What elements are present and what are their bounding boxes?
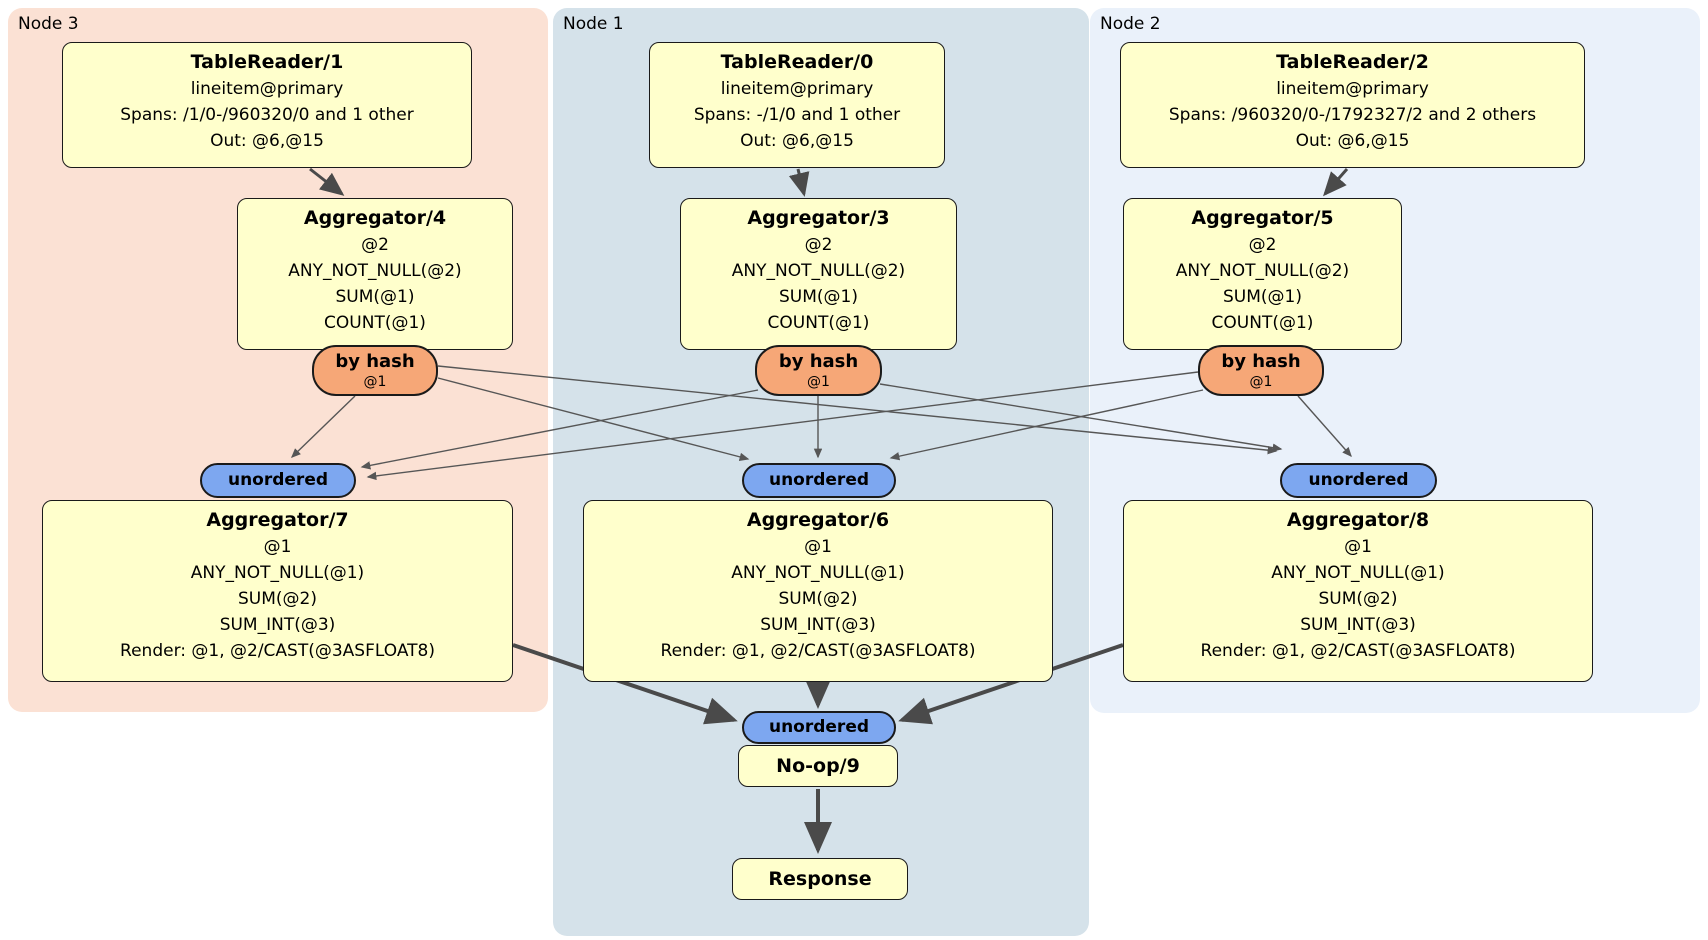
edge-bh3-uoL <box>360 389 759 470</box>
stream-label: unordered <box>1308 470 1409 490</box>
aggregator-7-box: Aggregator/7 @1 ANY_NOT_NULL(@1) SUM(@2)… <box>42 500 513 682</box>
stream-label: unordered <box>227 470 329 490</box>
edge-tr1-agg4 <box>309 167 345 196</box>
by-hash-router-3: by hash @1 <box>755 345 882 396</box>
stream-label: unordered <box>768 717 870 737</box>
processor-title: Response <box>768 868 872 890</box>
edge-tr2-agg5 <box>1323 168 1349 197</box>
processor-detail: @1 <box>1344 537 1372 557</box>
processor-detail: SUM(@1) <box>779 287 858 307</box>
processor-detail: @2 <box>1248 235 1277 255</box>
processor-title: TableReader/1 <box>190 51 344 73</box>
processor-title: Aggregator/5 <box>1191 207 1334 229</box>
processor-detail: Render: @1, @2/CAST(@3ASFLOAT8) <box>1200 641 1516 661</box>
processor-detail: COUNT(@1) <box>767 313 870 333</box>
processor-title: Aggregator/4 <box>303 207 447 229</box>
processor-detail: @2 <box>361 235 389 255</box>
processor-detail: @2 <box>804 235 833 255</box>
processor-detail: SUM(@2) <box>778 589 858 609</box>
response-box: Response <box>732 858 908 900</box>
router-columns: @1 <box>363 374 387 390</box>
processor-detail: ANY_NOT_NULL(@2) <box>288 261 462 281</box>
unordered-stream-left: unordered <box>200 463 356 498</box>
edge-bh5-uoL <box>366 371 1199 481</box>
aggregator-8-box: Aggregator/8 @1 ANY_NOT_NULL(@1) SUM(@2)… <box>1123 500 1593 682</box>
unordered-stream-final: unordered <box>742 711 896 744</box>
processor-title: Aggregator/3 <box>747 207 890 229</box>
processor-detail: SUM(@2) <box>238 589 317 609</box>
edge-bh4-uoR <box>437 365 1278 455</box>
aggregator-6-box: Aggregator/6 @1 ANY_NOT_NULL(@1) SUM(@2)… <box>583 500 1053 682</box>
processor-detail: Spans: /960320/0-/1792327/2 and 2 others <box>1168 105 1537 125</box>
processor-title: Aggregator/7 <box>206 509 349 531</box>
processor-detail: SUM_INT(@3) <box>760 615 876 635</box>
tablereader-1-box: TableReader/1 lineitem@primary Spans: /1… <box>62 42 472 168</box>
processor-detail: Render: @1, @2/CAST(@3ASFLOAT8) <box>120 641 435 661</box>
aggregator-5-box: Aggregator/5 @2 ANY_NOT_NULL(@2) SUM(@1)… <box>1123 198 1402 350</box>
processor-detail: lineitem@primary <box>1276 79 1429 99</box>
processor-detail: SUM_INT(@3) <box>1300 615 1416 635</box>
processor-detail: ANY_NOT_NULL(@1) <box>190 563 365 583</box>
processor-detail: SUM(@2) <box>1318 589 1398 609</box>
processor-detail: Spans: -/1/0 and 1 other <box>693 105 901 125</box>
router-columns: @1 <box>807 374 830 390</box>
processor-title: Aggregator/8 <box>1286 509 1430 531</box>
processor-detail: ANY_NOT_NULL(@1) <box>1271 563 1445 583</box>
processor-title: TableReader/2 <box>1276 51 1429 73</box>
stream-label: unordered <box>768 470 870 490</box>
processor-detail: SUM(@1) <box>335 287 415 307</box>
processor-detail: ANY_NOT_NULL(@2) <box>731 261 906 281</box>
edge-bh5-uoR <box>1297 395 1352 458</box>
processor-title: No-op/9 <box>776 755 860 777</box>
processor-detail: lineitem@primary <box>720 79 874 99</box>
processor-detail: Out: @6,@15 <box>210 131 324 151</box>
edge-agg7-uoB <box>512 643 738 725</box>
edge-bh4-uoL <box>290 395 356 458</box>
processor-detail: @1 <box>804 537 832 557</box>
aggregator-3-box: Aggregator/3 @2 ANY_NOT_NULL(@2) SUM(@1)… <box>680 198 957 350</box>
processor-detail: SUM_INT(@3) <box>219 615 336 635</box>
processor-detail: Render: @1, @2/CAST(@3ASFLOAT8) <box>660 641 976 661</box>
processor-detail: Out: @6,@15 <box>1295 131 1410 151</box>
noop-box: No-op/9 <box>738 745 898 787</box>
unordered-stream-center: unordered <box>742 463 896 498</box>
processor-detail: Spans: /1/0-/960320/0 and 1 other <box>120 105 414 125</box>
tablereader-0-box: TableReader/0 lineitem@primary Spans: -/… <box>649 42 945 168</box>
edge-bh5-uoC <box>889 389 1204 461</box>
processor-detail: COUNT(@1) <box>324 313 426 333</box>
processor-detail: @1 <box>263 537 292 557</box>
tablereader-2-box: TableReader/2 lineitem@primary Spans: /9… <box>1120 42 1585 168</box>
edge-bh4-uoC <box>437 377 750 461</box>
processor-detail: COUNT(@1) <box>1211 313 1314 333</box>
unordered-stream-right: unordered <box>1280 463 1437 498</box>
router-label: by hash <box>778 351 859 372</box>
node2-label: Node 2 <box>1100 14 1161 34</box>
edge-agg8-uoB <box>898 643 1124 725</box>
processor-detail: SUM(@1) <box>1223 287 1302 307</box>
by-hash-router-5: by hash @1 <box>1198 345 1324 396</box>
router-label: by hash <box>1221 351 1301 372</box>
node1-label: Node 1 <box>563 14 624 34</box>
edge-tr0-agg3 <box>788 168 810 197</box>
processor-detail: ANY_NOT_NULL(@2) <box>1175 261 1350 281</box>
by-hash-router-4: by hash @1 <box>312 345 438 396</box>
processor-detail: lineitem@primary <box>190 79 344 99</box>
router-label: by hash <box>335 351 415 372</box>
processor-title: Aggregator/6 <box>746 509 890 531</box>
processor-title: TableReader/0 <box>720 51 874 73</box>
node3-label: Node 3 <box>18 14 79 34</box>
aggregator-4-box: Aggregator/4 @2 ANY_NOT_NULL(@2) SUM(@1)… <box>237 198 513 350</box>
processor-detail: ANY_NOT_NULL(@1) <box>731 563 905 583</box>
router-columns: @1 <box>1249 374 1273 390</box>
processor-detail: Out: @6,@15 <box>740 131 854 151</box>
